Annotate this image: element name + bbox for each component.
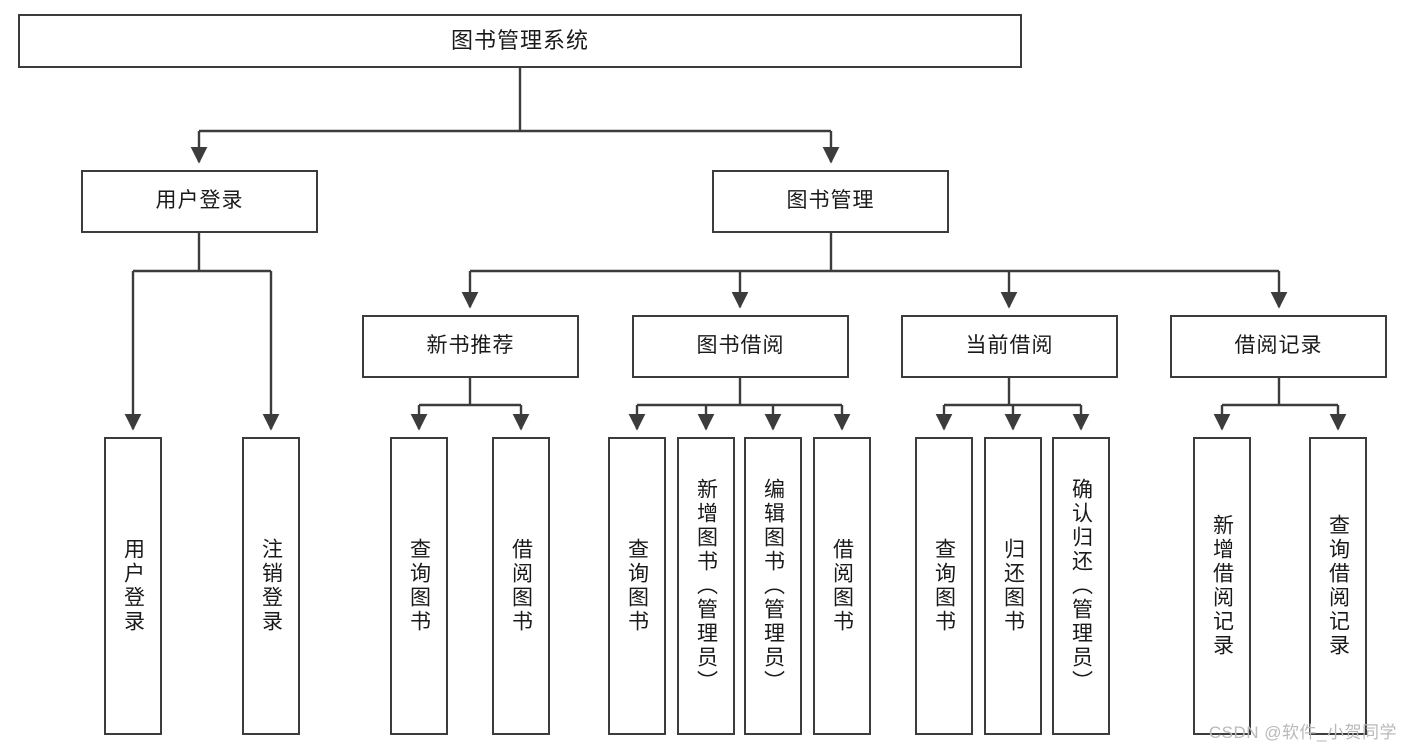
leaf-confirm-return-admin[interactable]: 确认归还（管理员） [1052,437,1110,735]
node-label: 查询借阅记录 [1326,514,1350,658]
leaf-user-login[interactable]: 用户登录 [104,437,162,735]
csdn-watermark: CSDN @软件_小贺同学 [1208,723,1397,742]
node-label: 查询图书 [625,538,649,634]
node-current-borrow[interactable]: 当前借阅 [901,315,1118,378]
node-label: 当前借阅 [965,334,1054,358]
node-label: 新增借阅记录 [1210,514,1234,658]
node-label: 查询图书 [932,538,956,634]
node-label: 图书管理系统 [450,28,589,54]
node-label: 新增图书（管理员） [694,478,718,694]
node-user-login[interactable]: 用户登录 [81,170,318,233]
node-label: 查询图书 [407,538,431,634]
node-label: 用户登录 [121,538,145,634]
node-book-manage[interactable]: 图书管理 [712,170,949,233]
node-label: 归还图书 [1001,538,1025,634]
leaf-borrow-book-newbook[interactable]: 借阅图书 [492,437,550,735]
node-borrow-record[interactable]: 借阅记录 [1170,315,1387,378]
node-new-book-recommend[interactable]: 新书推荐 [362,315,579,378]
node-label: 新书推荐 [426,334,515,358]
leaf-add-borrow-record[interactable]: 新增借阅记录 [1193,437,1251,735]
node-label: 确认归还（管理员） [1069,478,1093,694]
leaf-edit-book-admin[interactable]: 编辑图书（管理员） [744,437,802,735]
leaf-query-book-borrow[interactable]: 查询图书 [608,437,666,735]
node-label: 借阅记录 [1234,334,1323,358]
node-label: 图书管理 [786,189,875,213]
leaf-borrow-book-borrow[interactable]: 借阅图书 [813,437,871,735]
leaf-query-borrow-record[interactable]: 查询借阅记录 [1309,437,1367,735]
node-label: 用户登录 [155,189,244,213]
node-label: 注销登录 [259,538,283,634]
leaf-add-book-admin[interactable]: 新增图书（管理员） [677,437,735,735]
node-label: 借阅图书 [830,538,854,634]
node-label: 图书借阅 [696,334,785,358]
leaf-logout[interactable]: 注销登录 [242,437,300,735]
node-label: 编辑图书（管理员） [761,478,785,694]
node-label: 借阅图书 [509,538,533,634]
leaf-query-book-newbook[interactable]: 查询图书 [390,437,448,735]
leaf-return-book[interactable]: 归还图书 [984,437,1042,735]
node-book-borrow[interactable]: 图书借阅 [632,315,849,378]
leaf-query-book-current[interactable]: 查询图书 [915,437,973,735]
node-root-system[interactable]: 图书管理系统 [18,14,1022,68]
